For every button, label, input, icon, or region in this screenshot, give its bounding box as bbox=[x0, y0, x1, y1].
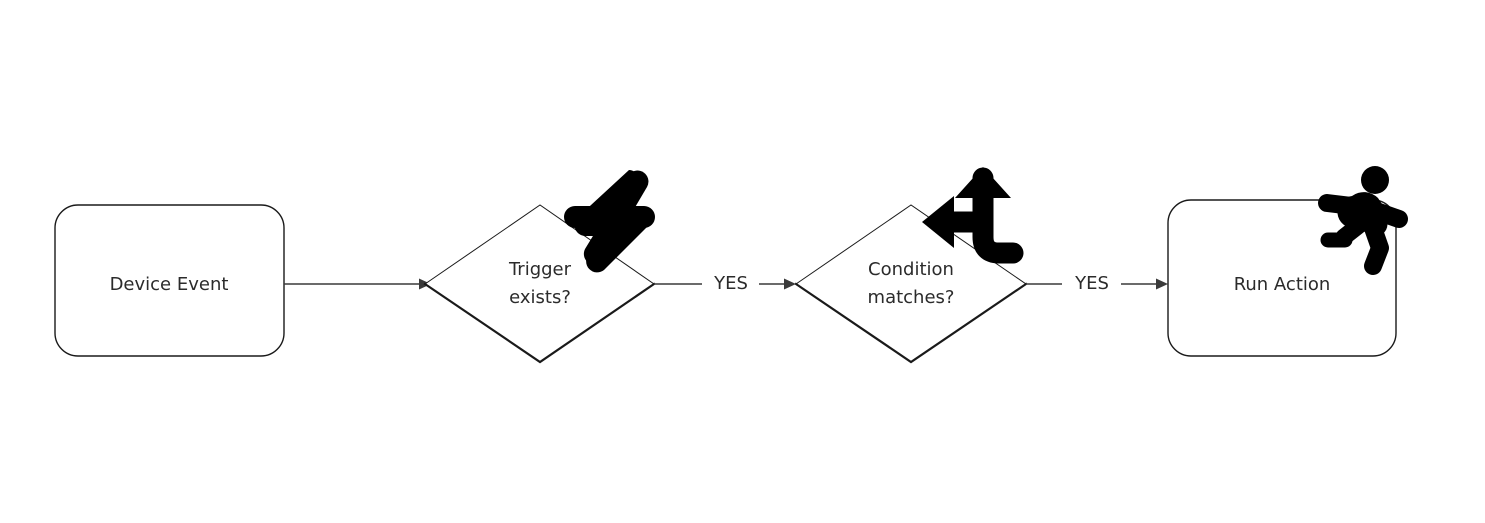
device-event-label: Device Event bbox=[110, 274, 229, 295]
edge-trigger-to-condition: YES bbox=[654, 273, 796, 294]
device-event-shape bbox=[54, 204, 285, 357]
lightning-bolt-icon bbox=[564, 170, 655, 273]
condition-matches-label-line-1: Condition bbox=[868, 259, 954, 280]
node-condition-matches[interactable]: Condition matches? bbox=[794, 204, 1028, 364]
condition-matches-shape-lower-edges bbox=[794, 282, 1028, 364]
edge-3-label: YES bbox=[1074, 273, 1109, 294]
trigger-exists-label-line-2: exists? bbox=[509, 287, 571, 308]
node-trigger-exists[interactable]: Trigger exists? bbox=[423, 204, 656, 364]
edge-condition-to-run-action: YES bbox=[1026, 273, 1168, 294]
edge-3-arrowhead bbox=[1156, 278, 1168, 290]
trigger-exists-shape-lower-edges bbox=[423, 282, 656, 364]
running-person-icon bbox=[1318, 166, 1408, 275]
edge-device-event-to-trigger bbox=[284, 278, 431, 290]
edge-2-arrowhead bbox=[784, 278, 796, 290]
trigger-exists-label-line-1: Trigger bbox=[508, 259, 572, 280]
edge-2-label: YES bbox=[713, 273, 748, 294]
condition-matches-label-line-2: matches? bbox=[868, 287, 955, 308]
run-action-label: Run Action bbox=[1234, 274, 1331, 295]
node-device-event[interactable]: Device Event bbox=[54, 204, 285, 357]
fork-arrow-icon bbox=[922, 167, 1024, 264]
